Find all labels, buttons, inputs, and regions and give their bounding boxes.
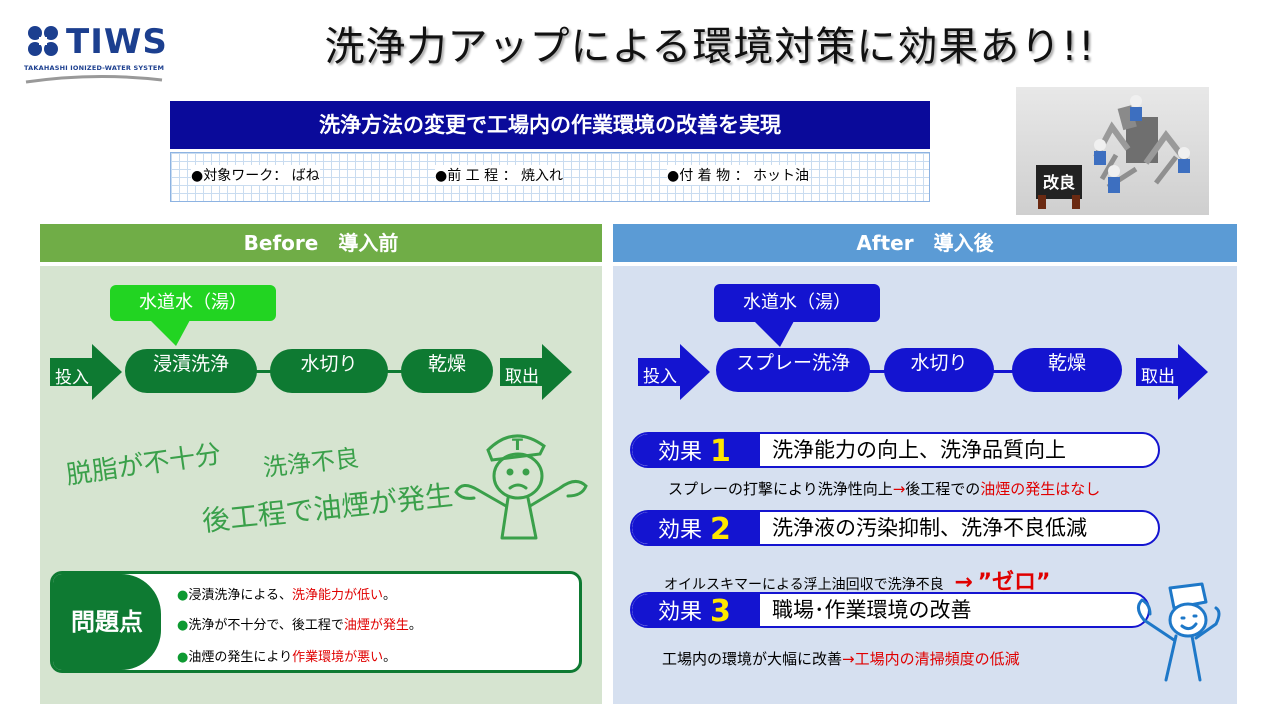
problem-item-3: ●油煙の発生により作業環境が悪い。 bbox=[177, 646, 396, 665]
cheering-worker-icon bbox=[1130, 580, 1222, 684]
after-water-callout: 水道水（湯） bbox=[714, 284, 880, 322]
after-step-1: スプレー洗浄 bbox=[716, 348, 870, 392]
after-in-label: 投入 bbox=[643, 362, 677, 387]
bullet-dot-icon: ● bbox=[177, 650, 188, 665]
confused-worker-icon: T bbox=[448, 420, 598, 552]
tiws-logo: TIWS TAKAHASHI IONIZED-WATER SYSTEM bbox=[24, 22, 164, 86]
info-deposit: ●付 着 物 ： ホット油 bbox=[667, 165, 809, 185]
logo-brand: TIWS bbox=[66, 22, 168, 62]
info-work: ●対象ワーク： ばね bbox=[191, 165, 320, 185]
logo-swoosh-icon bbox=[24, 74, 164, 84]
effect-2-title: 洗浄液の汚染抑制、洗浄不良低減 bbox=[772, 512, 1087, 542]
effect-1-note: スプレーの打撃により洗浄性向上→後工程での油煙の発生はなし bbox=[668, 478, 1100, 499]
worker-cap-letter: T bbox=[512, 435, 523, 454]
after-step-2: 水切り bbox=[884, 348, 994, 392]
after-step-3: 乾燥 bbox=[1012, 348, 1122, 392]
before-in-label: 投入 bbox=[55, 363, 89, 388]
after-out-label: 取出 bbox=[1141, 362, 1175, 387]
problem-item-2: ●洗浄が不十分で、後工程で油煙が発生。 bbox=[177, 614, 422, 633]
after-callout-pointer-icon bbox=[754, 321, 794, 347]
logo-mark-icon bbox=[26, 24, 60, 58]
kaizen-figurines-icon: 改良 bbox=[1016, 87, 1209, 215]
bullet-dot-icon: ● bbox=[177, 588, 188, 603]
before-callout-pointer-icon bbox=[150, 320, 190, 346]
before-out-label: 取出 bbox=[505, 362, 539, 387]
logo-tagline: TAKAHASHI IONIZED-WATER SYSTEM bbox=[24, 64, 164, 72]
before-header: Before 導入前 bbox=[40, 224, 602, 262]
effect-3-note: 工場内の環境が大幅に改善→工場内の清掃頻度の低減 bbox=[662, 648, 1020, 669]
bullet-dot-icon: ● bbox=[177, 618, 188, 633]
before-step-1: 浸漬洗浄 bbox=[125, 349, 257, 393]
info-process: ●前 工 程 ： 焼入れ bbox=[435, 165, 563, 185]
work-info-grid: ●対象ワーク： ばね ●前 工 程 ： 焼入れ ●付 着 物 ： ホット油 bbox=[170, 152, 930, 202]
before-header-divider bbox=[40, 262, 602, 266]
before-step-3: 乾燥 bbox=[401, 349, 493, 393]
effect-1-title: 洗浄能力の向上、洗浄品質向上 bbox=[772, 434, 1066, 464]
problems-box: 問題点 ●浸漬洗浄による、洗浄能力が低い。 ●洗浄が不十分で、後工程で油煙が発生… bbox=[50, 571, 582, 673]
kaizen-photo: 改良 bbox=[1016, 87, 1209, 215]
subtitle-banner: 洗浄方法の変更で工場内の作業環境の改善を実現 bbox=[170, 101, 930, 149]
after-header: After 導入後 bbox=[613, 224, 1237, 262]
problems-label: 問題点 bbox=[53, 574, 161, 670]
effect-3-title: 職場･作業環境の改善 bbox=[772, 594, 972, 624]
page-title: 洗浄力アップによる環境対策に効果あり!! bbox=[215, 14, 1205, 72]
before-water-callout: 水道水（湯） bbox=[110, 285, 276, 321]
problem-item-1: ●浸漬洗浄による、洗浄能力が低い。 bbox=[177, 584, 396, 603]
before-step-2: 水切り bbox=[270, 349, 388, 393]
after-header-divider bbox=[613, 262, 1237, 266]
kaizen-sign-text: 改良 bbox=[1043, 173, 1075, 192]
